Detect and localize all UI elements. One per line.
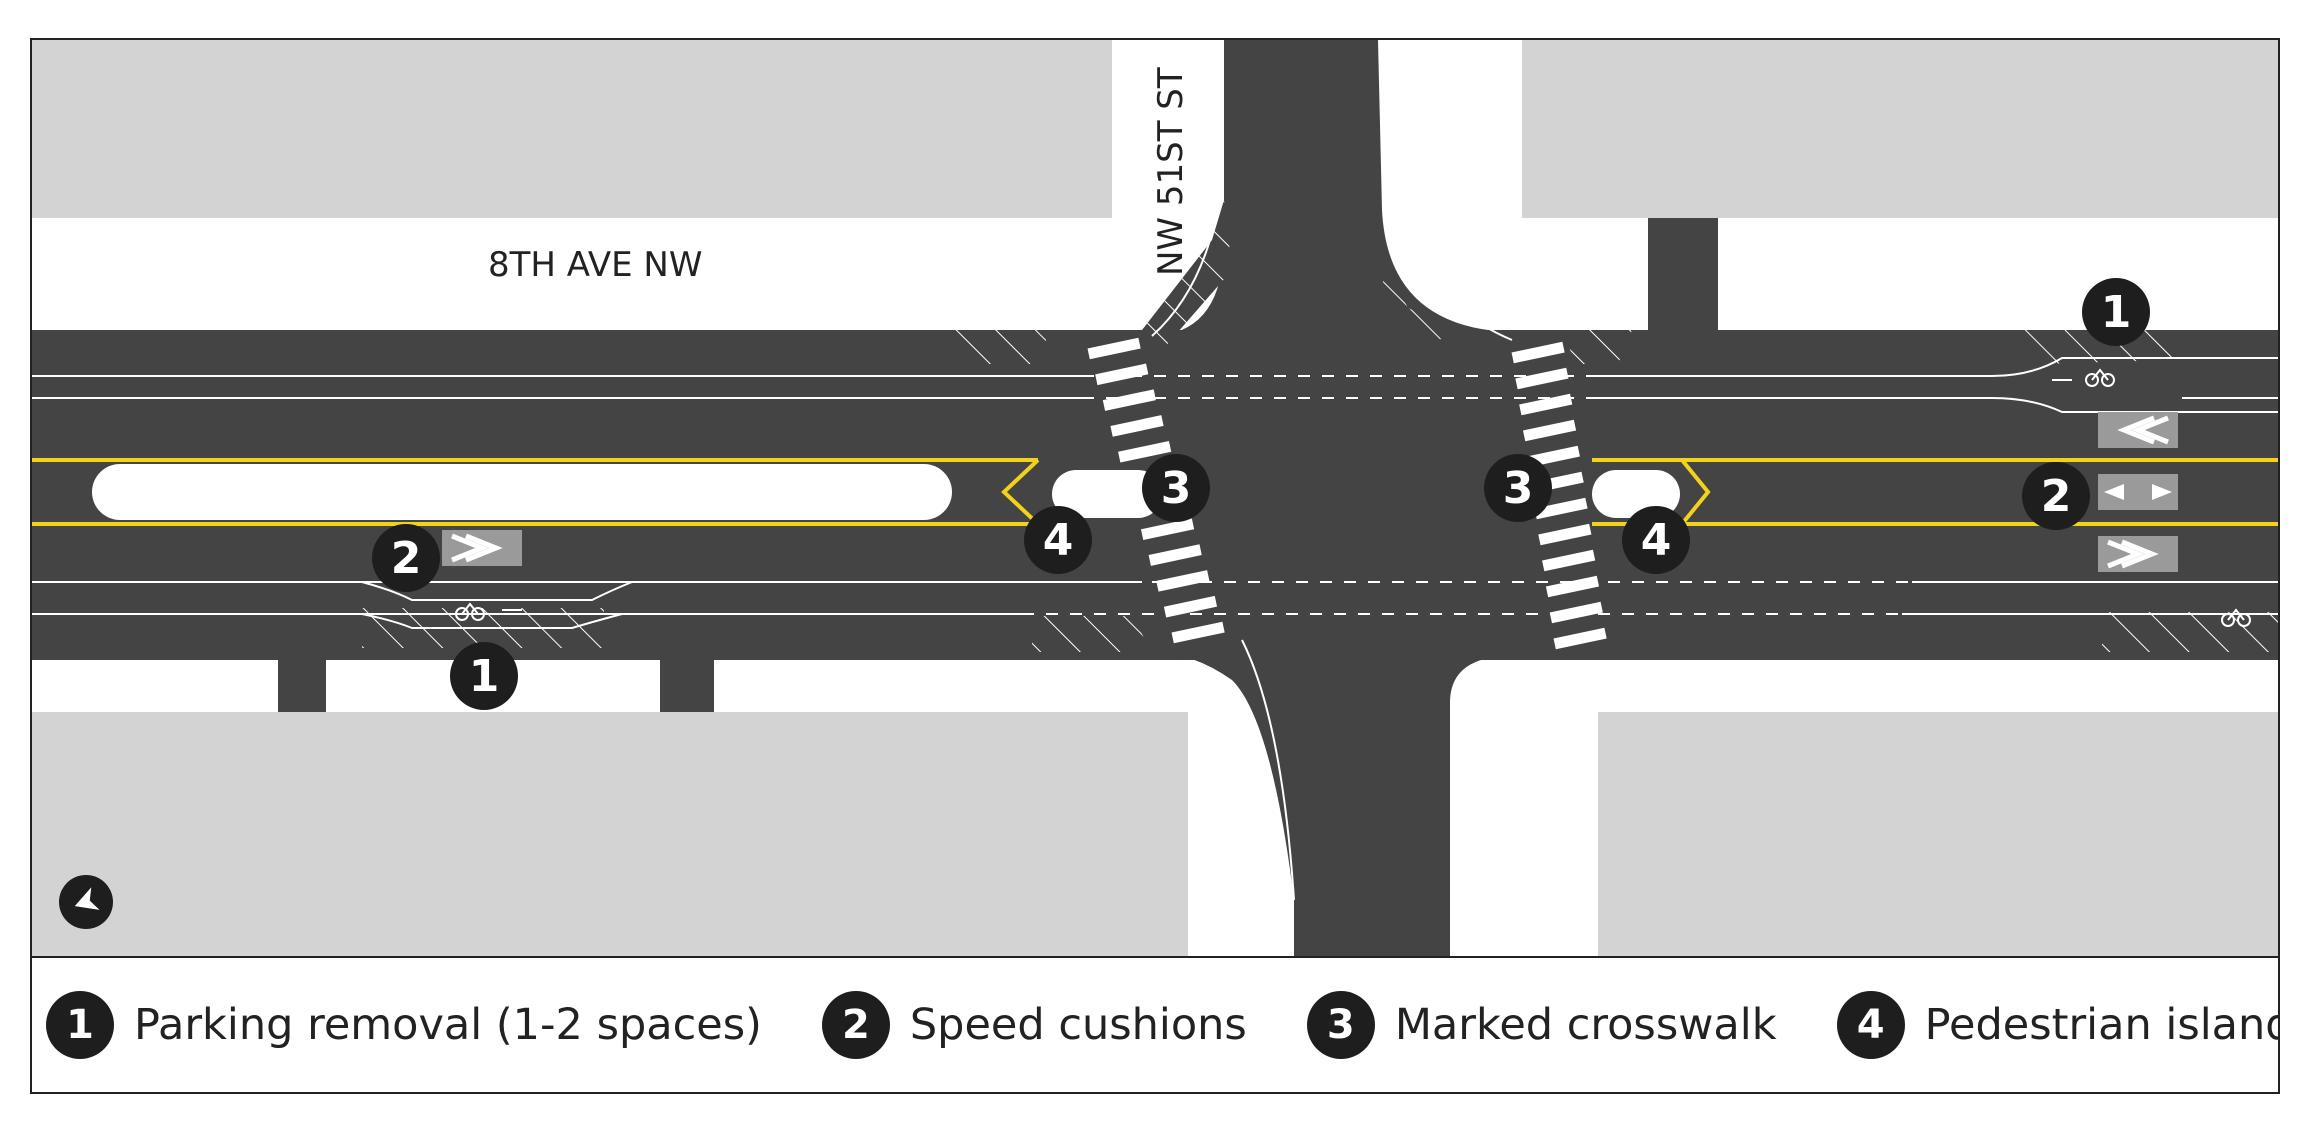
block-top-right [1522,40,2278,218]
legend-badge: 4 [1836,991,1905,1059]
crosswalk-stripe [1515,367,1569,390]
marker-2: 2 [2022,462,2090,530]
marker-1: 1 [2082,278,2150,346]
crosswalk-right [1511,341,1607,650]
crosswalk-stripe [1087,337,1141,360]
crosswalk-stripe [1534,497,1588,520]
speed-cushion-chevron-icon [2107,539,2159,569]
legend-label: Marked crosswalk [1394,1000,1777,1050]
legend-badge: 3 [1306,991,1375,1059]
hatch-area [1382,260,1472,340]
median-island [92,464,952,520]
block-bottom-left [32,712,1188,956]
legend-item-parking-removal: 1 Parking removal (1-2 spaces) [46,991,762,1059]
street-label-51st-st: NW 51ST ST [1151,67,1191,276]
legend-label: Speed cushions [909,1000,1247,1050]
north-arrow-icon [59,875,113,929]
marker-2: 2 [372,524,440,592]
speed-cushion-chevron-icon [451,533,503,563]
hatch-area [932,330,1052,364]
svg-text:1: 1 [469,651,500,702]
crosswalk-stripe [1553,627,1607,650]
marker-4: 4 [1622,506,1690,574]
driveway [660,656,714,712]
crosswalk-stripe [1171,621,1225,644]
street-label-8th-ave: 8TH AVE NW [488,245,702,285]
driveway [278,656,326,712]
speed-cushion [2098,536,2178,572]
crosswalk-stripe [1511,341,1565,364]
speed-cushion [2098,474,2178,510]
svg-text:2: 2 [391,533,422,584]
speed-cushion [442,530,522,566]
crosswalk-stripe [1102,389,1156,411]
legend-item-marked-crosswalk: 3 Marked crosswalk [1306,991,1777,1059]
speed-cushion [2098,412,2178,448]
hatch-area [1032,616,1152,652]
hatch-area [1142,200,1232,348]
intersection-map: 8TH AVE NW NW 51ST ST 1 1 2 2 3 3 4 [32,40,2278,956]
markers: 1 1 2 2 3 3 4 4 [372,278,2150,710]
curb-lines [1151,129,1513,901]
svg-text:3: 3 [1161,463,1192,514]
crosswalk-stripe [1156,570,1210,592]
legend-item-speed-cushions: 2 Speed cushions [821,991,1247,1059]
crosswalk-stripe [1522,419,1577,442]
crosswalk-stripe [1538,523,1592,546]
road-51st-st [1152,40,1512,956]
driveway [1648,218,1718,334]
centerlines [32,458,2278,526]
intersection-diagram: 8TH AVE NW NW 51ST ST 1 1 2 2 3 3 4 [30,38,2280,1094]
svg-text:2: 2 [2041,471,2072,522]
speed-cushion-chevron-icon [2117,415,2169,445]
lane-lines [32,357,2278,629]
crosswalk-stripe [1148,544,1202,566]
marker-1: 1 [450,642,518,710]
crosswalk-stripe [1519,393,1573,416]
marker-3: 3 [1142,454,1210,522]
svg-text:4: 4 [1043,515,1074,566]
hatch-area [2102,612,2278,652]
svg-text:3: 3 [1503,463,1534,514]
crosswalk-stripe [1118,440,1172,463]
crosswalk-stripe [1110,415,1164,437]
legend-item-pedestrian-island: 4 Pedestrian island [1836,991,2280,1059]
crosswalk-stripe [1549,601,1603,624]
svg-text:1: 1 [2101,287,2132,338]
marker-4: 4 [1024,506,1092,574]
block-top-left [32,40,1112,218]
svg-text:4: 4 [1641,515,1672,566]
crosswalk-stripe [1163,595,1218,618]
bike-lane-symbol-icon [455,368,2251,627]
crosswalk-stripe [1542,549,1596,572]
marker-3: 3 [1484,454,1552,522]
legend-label: Pedestrian island [1924,1000,2280,1050]
crosswalk-stripe [1095,363,1149,386]
legend-badge: 2 [821,991,890,1059]
crosswalk-stripe [1140,518,1195,541]
block-bottom-right [1598,712,2278,956]
crosswalk-stripe [1545,575,1600,598]
pedestrian-island-right [1592,470,1680,518]
hatch-area [1562,330,1632,364]
legend-label: Parking removal (1-2 spaces) [134,1000,762,1050]
crosswalk-stripe [1526,445,1580,468]
legend-badge: 1 [46,991,114,1059]
legend: 1 Parking removal (1-2 spaces) 2 Speed c… [32,956,2278,1092]
